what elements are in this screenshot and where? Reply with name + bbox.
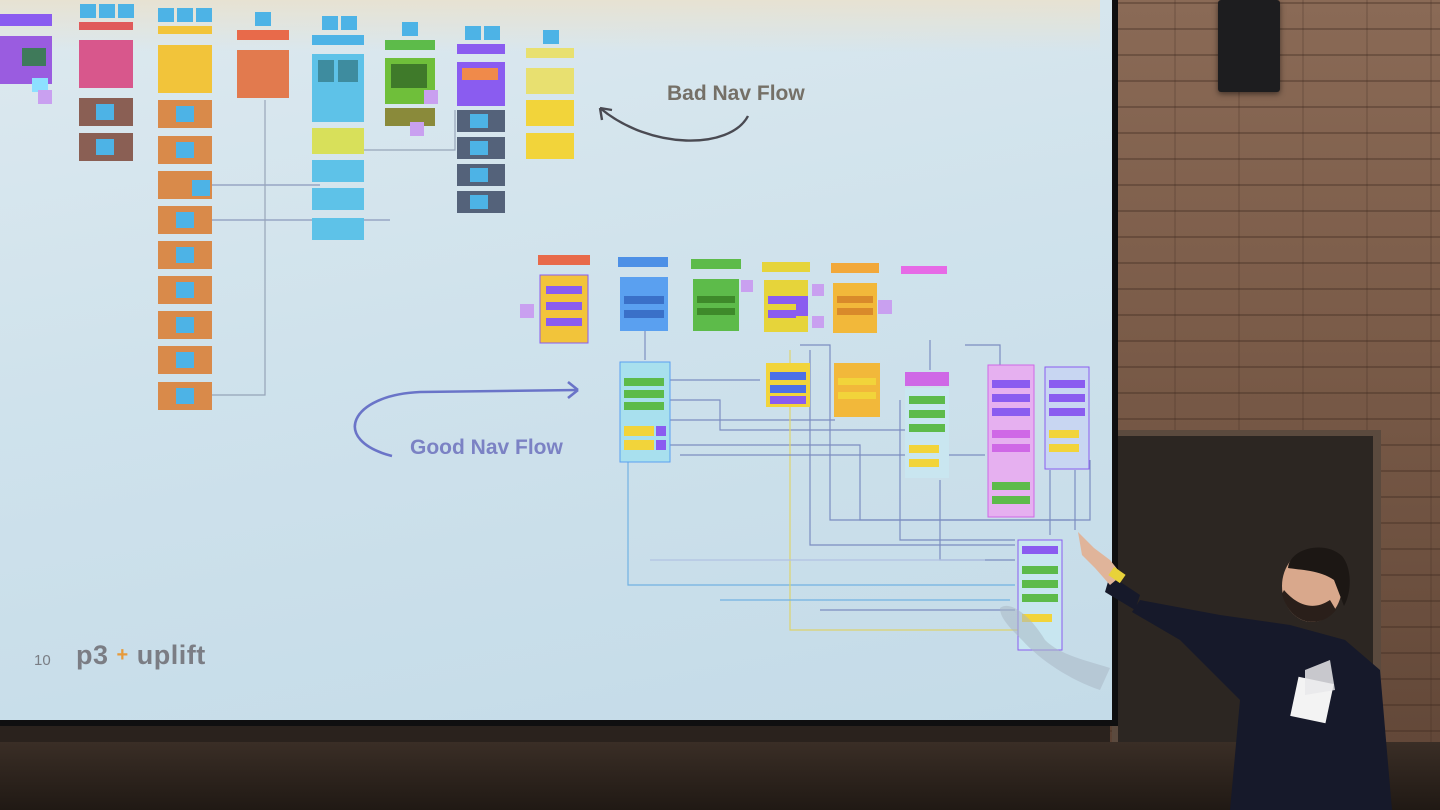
good-flow-row-1 (520, 255, 947, 344)
slide-number: 10 (34, 652, 51, 669)
logo-part2: uplift (136, 640, 206, 670)
bad-flow-top-column-2 (79, 4, 134, 161)
bad-flow-top-column-3 (158, 8, 212, 410)
projection-screen: Bad Nav Flow Good Nav Flow 10 p3 + uplif… (0, 0, 1112, 720)
presenter-shadow-hand (1000, 605, 1110, 690)
logo-part1: p3 (76, 640, 109, 670)
good-flow-row-2 (619, 361, 1090, 518)
bad-nav-flow-label: Bad Nav Flow (667, 82, 805, 105)
presenter-arm (1105, 575, 1140, 610)
p3-uplift-logo: p3 + uplift (76, 640, 206, 671)
bad-flow-arrow (599, 107, 750, 142)
good-flow-arrow (353, 388, 579, 458)
presenter-wristband (1108, 566, 1126, 584)
floor-ledge (0, 742, 1440, 810)
bad-flow-top-column-5 (312, 16, 364, 240)
bad-flow-top-column-1 (0, 14, 52, 104)
presenter-body (1132, 600, 1392, 810)
presenter-beard (1282, 590, 1336, 622)
bad-flow-top-column-8 (526, 30, 574, 159)
nav-flow-diagram (0, 4, 1091, 651)
bad-flow-top-column-7 (457, 26, 505, 213)
good-nav-flow-label: Good Nav Flow (410, 436, 563, 459)
wall-speaker (1218, 0, 1280, 92)
presenter-hair (1288, 547, 1350, 606)
logo-plus: + (116, 644, 129, 666)
bad-flow-top-column-4 (237, 12, 289, 98)
presenter-shirt-logo (1305, 660, 1335, 695)
bad-flow-top-column-6 (385, 22, 438, 136)
